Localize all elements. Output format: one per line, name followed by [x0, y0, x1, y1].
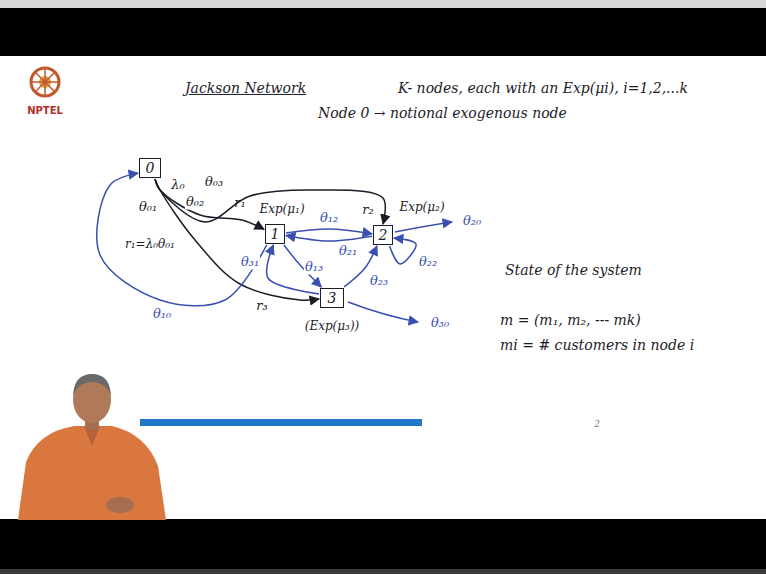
routing-arrow [286, 229, 372, 234]
rate-formula: r₁=λ₀θ₀₁ [124, 238, 176, 252]
arrival-rate: r₂ [362, 203, 373, 218]
routing-probability: θ₀₁ [138, 200, 158, 215]
state-vector: m = (m₁, m₂, --- mk) [500, 312, 641, 328]
node-number: 1 [271, 226, 280, 242]
routing-probability: θ₁₀ [152, 307, 172, 322]
logo-text: NPTEL [27, 105, 63, 117]
routing-arrow [97, 173, 267, 306]
routing-probability: θ₁₂ [319, 211, 339, 226]
queue-node: 3 [320, 288, 344, 308]
routing-probability: θ₂₁ [338, 244, 358, 259]
queue-node: 1 [265, 224, 285, 244]
note-heading: State of the system [505, 262, 642, 278]
routing-arrow [155, 179, 385, 224]
nptel-logo [31, 68, 59, 96]
exit-probability: θ₂₀ [463, 214, 481, 229]
note-text: Node 0 → notional exogenous node [318, 105, 567, 121]
routing-probability: θ₃₁ [240, 255, 260, 270]
note-text: K- nodes, each with an Exp(μi), i=1,2,..… [398, 80, 688, 96]
node-number: 2 [379, 227, 388, 243]
routing-probability: θ₀₃ [204, 175, 224, 190]
routing-probability: θ₁₃ [304, 260, 324, 275]
window-strip [0, 0, 766, 8]
node-number: 0 [146, 160, 155, 176]
arrival-rate: λ₀ [171, 178, 184, 193]
arrival-rate: r₁ [234, 196, 245, 211]
service-rate: (Exp(μ₃)) [305, 320, 360, 334]
exit-probability: θ₃₀ [431, 316, 449, 331]
bottom-bar [0, 519, 766, 574]
lecturer-figure [18, 374, 166, 520]
page-title: Jackson Network [185, 80, 306, 96]
player-strip [0, 569, 766, 574]
page-number: 2 [594, 419, 600, 429]
service-rate: Exp(μ₂) [399, 201, 444, 215]
routing-probability: θ₂₃ [369, 274, 389, 289]
routing-probability: θ₀₂ [185, 195, 205, 210]
service-rate: Exp(μ₁) [259, 203, 304, 217]
queue-node: 0 [139, 158, 161, 178]
top-bar [0, 8, 766, 56]
note-text: mi = # customers in node i [500, 337, 694, 353]
arrival-rate: r₃ [256, 299, 267, 314]
progress-bar [140, 419, 422, 426]
node-number: 3 [328, 290, 337, 306]
routing-arrow [389, 238, 416, 264]
queue-node: 2 [373, 225, 393, 245]
routing-arrow [155, 179, 319, 300]
routing-arrow [286, 235, 372, 241]
routing-probability: θ₂₂ [418, 255, 438, 270]
